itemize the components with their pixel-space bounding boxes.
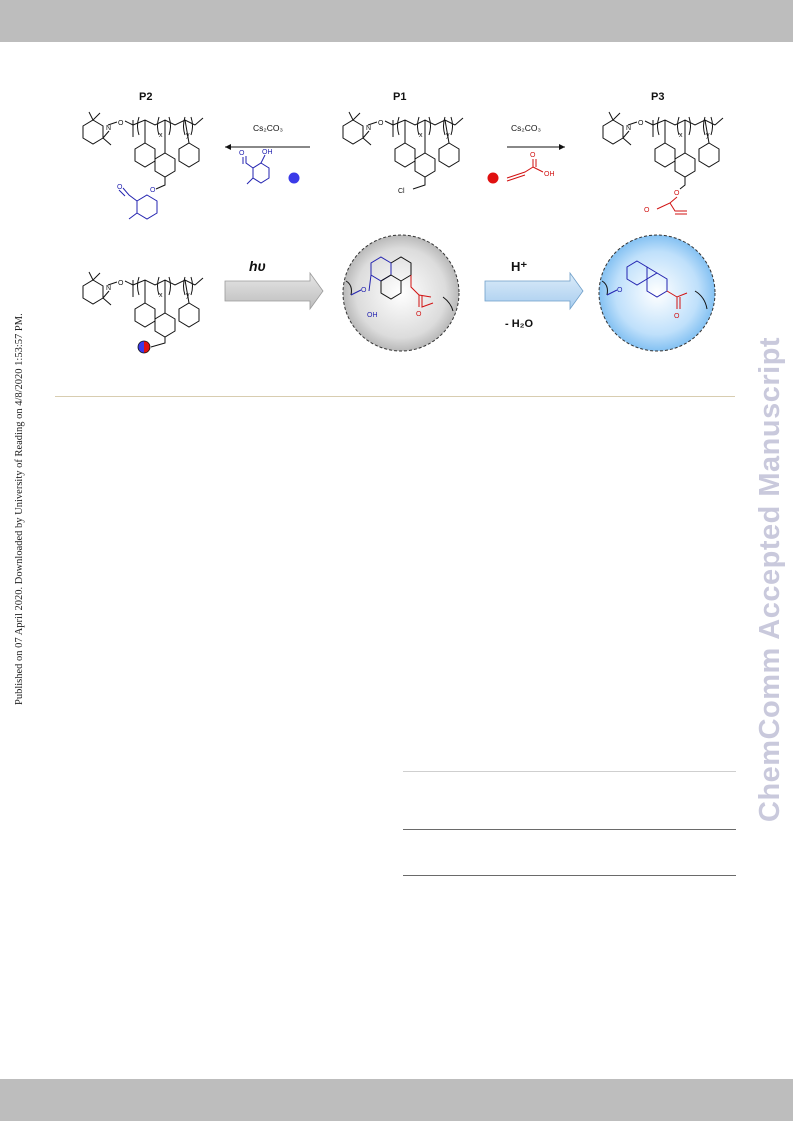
atom-o-p3: O	[638, 120, 644, 127]
atom-o-carbonyl-p3: O	[644, 207, 650, 214]
bottom-bar	[0, 1079, 793, 1121]
atom-oh-np1: OH	[367, 312, 378, 319]
scheme-divider	[55, 396, 735, 397]
sub-y-p2: y	[186, 132, 190, 139]
label-p1: P1	[393, 91, 406, 103]
atom-oh-salicyl: OH	[262, 149, 273, 156]
atom-o-row2: O	[118, 280, 124, 287]
bifunctional-dot	[137, 340, 151, 354]
atom-o-np2-carbonyl: O	[674, 313, 680, 320]
atom-o-link-p2: O	[150, 187, 156, 194]
photo-arrow	[224, 271, 324, 311]
atom-n-p3: N	[626, 125, 631, 132]
atom-o-ester-p3: O	[674, 190, 680, 197]
sub-x-p2: x	[159, 132, 163, 139]
reagent-right: Cs₂CO₃	[511, 123, 541, 133]
sub-x-p1: x	[419, 132, 423, 139]
atom-n-p2: N	[106, 125, 111, 132]
atom-o-acid: O	[530, 152, 536, 159]
photo-label: hυ	[249, 258, 266, 274]
table-rule-middle	[403, 829, 736, 830]
atom-o-salicyl: O	[239, 150, 245, 157]
water-loss-label: - H₂O	[505, 318, 534, 330]
atom-cl-p1: Cl	[398, 188, 405, 195]
blue-nanoparticle	[598, 234, 716, 352]
table-rule-bottom	[403, 875, 736, 876]
sub-y-row2: y	[186, 292, 190, 299]
publication-note: Published on 07 April 2020. Downloaded b…	[14, 313, 25, 705]
accepted-manuscript-watermark: ChemComm Accepted Manuscript	[754, 336, 786, 822]
label-p2: P2	[139, 91, 152, 103]
acid-arrow	[484, 271, 584, 311]
table-rule-top	[403, 771, 736, 772]
sub-y-p3: y	[706, 132, 710, 139]
atom-o-np1: O	[361, 287, 367, 294]
atom-n-row2: N	[106, 285, 111, 292]
label-p3: P3	[651, 91, 664, 103]
atom-o-np1-carbonyl: O	[416, 311, 422, 318]
blue-dot	[288, 172, 300, 184]
atom-o-p1: O	[378, 120, 384, 127]
atom-n-p1: N	[366, 125, 371, 132]
top-bar	[0, 0, 793, 42]
atom-o-np2: O	[617, 287, 623, 294]
reaction-scheme: P2 N O x y O O Cs₂CO₃ O OH P1 N O x y Cl…	[82, 91, 724, 354]
atom-o-p2: O	[118, 120, 124, 127]
atom-o-aldehyde-p2: O	[117, 184, 123, 191]
sub-x-row2: x	[159, 292, 163, 299]
acid-label: H⁺	[511, 259, 527, 274]
sub-x-p3: x	[679, 132, 683, 139]
atom-oh-acid: OH	[544, 171, 555, 178]
sub-y-p1: y	[446, 132, 450, 139]
reagent-left: Cs₂CO₃	[253, 123, 283, 133]
red-dot	[487, 172, 499, 184]
